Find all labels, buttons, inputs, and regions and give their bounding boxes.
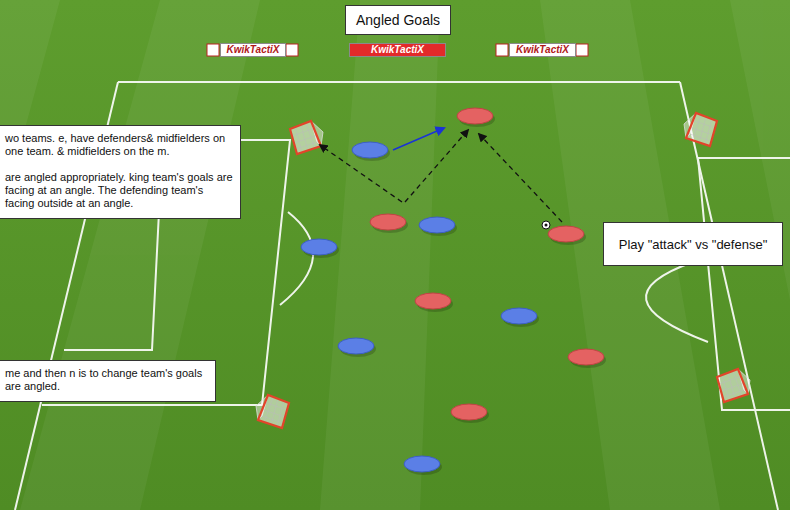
instruction-note: wo teams. e, have defenders& midfielders… (0, 125, 241, 219)
angled-goal (717, 369, 750, 402)
instruction-note: me and then n is to change team's goals … (0, 360, 216, 402)
angled-goal (290, 121, 323, 154)
logo-text: KwikTactiX (349, 43, 446, 57)
ball (542, 221, 550, 229)
logo-icons (207, 44, 588, 56)
diagram-title: Angled Goals (356, 12, 440, 28)
blue-players (301, 142, 537, 472)
logo-text: KwikTactiX (220, 43, 286, 57)
small-goals (256, 113, 750, 428)
red-players (370, 108, 604, 420)
angled-goal (684, 113, 717, 146)
node-text: are angled appropriately. king team's go… (5, 171, 234, 210)
title-box: Angled Goals (345, 5, 451, 35)
logo-text: KwikTactiX (509, 43, 576, 57)
movement-arrows (320, 128, 562, 222)
play-box: Play "attack" vs "defense" (603, 222, 783, 266)
node-text: wo teams. e, have defenders& midfielders… (5, 132, 234, 158)
node-text: Play "attack" vs "defense" (619, 237, 768, 253)
player-shadows (303, 111, 606, 475)
node-text: me and then n is to change team's goals … (5, 367, 209, 393)
angled-goal (256, 395, 289, 428)
